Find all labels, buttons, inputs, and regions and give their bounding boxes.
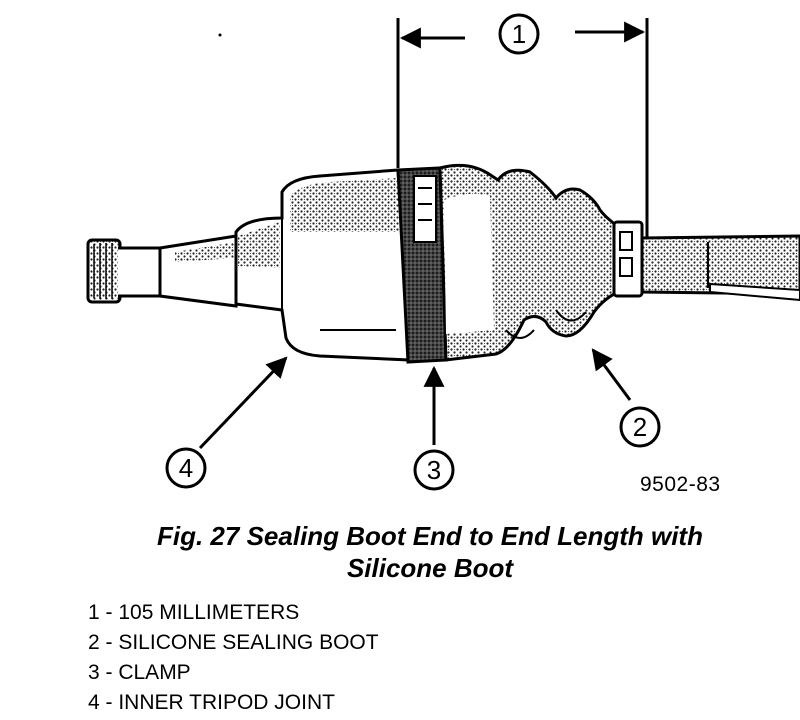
shaft-clamp — [612, 220, 644, 298]
silicone-sealing-boot — [438, 163, 624, 362]
legend-item-4: 4 - INNER TRIPOD JOINT — [88, 691, 335, 714]
legend-item-1: 1 - 105 MILLIMETERS — [88, 601, 300, 624]
callout-4-leader — [198, 356, 288, 450]
inner-tripod-joint-housing — [234, 168, 412, 362]
caption-line-2: Silicone Boot — [346, 553, 514, 583]
axle-shaft — [640, 234, 800, 302]
callout-3: 3 — [413, 365, 455, 491]
callout-2-number: 2 — [633, 412, 647, 442]
callout-1-number: 1 — [512, 19, 526, 49]
caption-line-1: Fig. 27 Sealing Boot End to End Length w… — [157, 521, 703, 551]
callout-4: 4 — [165, 356, 288, 489]
callout-3-number: 3 — [427, 455, 441, 485]
legend-list: 1 - 105 MILLIMETERS 2 - SILICONE SEALING… — [88, 598, 379, 718]
legend-item-3: 3 - CLAMP — [88, 661, 191, 684]
legend-item-2: 2 - SILICONE SEALING BOOT — [88, 631, 379, 654]
callout-2-leader — [591, 348, 632, 401]
figure-reference-code: 9502-83 — [640, 473, 721, 496]
callout-1: 1 — [498, 13, 540, 55]
clamp-band — [396, 166, 448, 364]
callout-4-number: 4 — [179, 453, 193, 483]
stray-mark — [218, 33, 222, 37]
cv-joint-illustration: 1 2 3 4 — [86, 13, 800, 491]
callout-2: 2 — [591, 348, 661, 448]
figure-caption: Fig. 27 Sealing Boot End to End Length w… — [0, 520, 800, 584]
splined-stub-shaft — [86, 234, 238, 308]
